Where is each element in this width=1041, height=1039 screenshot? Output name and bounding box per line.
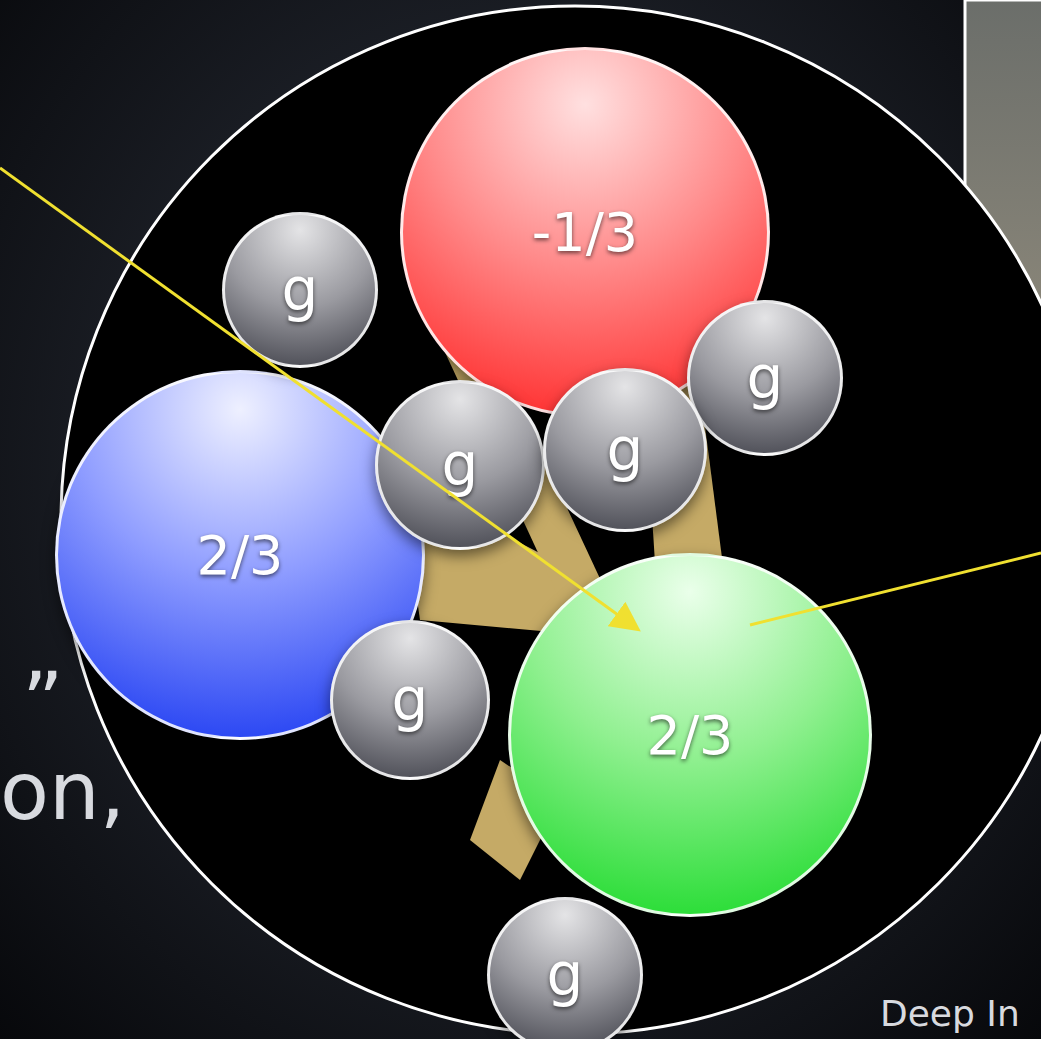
charge-label: 2/3 [197, 524, 284, 587]
gluon-circle: g [375, 380, 545, 550]
text-fragment: on, [0, 745, 125, 838]
gluon-circle: g [687, 300, 843, 456]
up-quark-circle: 2/3 [508, 553, 872, 917]
gluon-label: g [442, 431, 479, 499]
gluon-circle: g [222, 212, 378, 368]
gluon-label: g [747, 344, 784, 412]
scatter-arrow [750, 553, 1041, 625]
gluon-label: g [392, 666, 429, 734]
probe-arrow [0, 168, 636, 628]
gluon-circle: g [487, 897, 643, 1039]
gluon-circle: g [543, 368, 707, 532]
gluon-label: g [282, 256, 319, 324]
gluon-label: g [607, 416, 644, 484]
quote-fragment: ” [22, 655, 63, 748]
caption-fragment: Deep In [880, 993, 1020, 1034]
charge-label: 2/3 [647, 704, 734, 767]
gluon-circle: g [330, 620, 490, 780]
gluon-label: g [547, 941, 584, 1009]
charge-label: -1/3 [532, 201, 638, 264]
